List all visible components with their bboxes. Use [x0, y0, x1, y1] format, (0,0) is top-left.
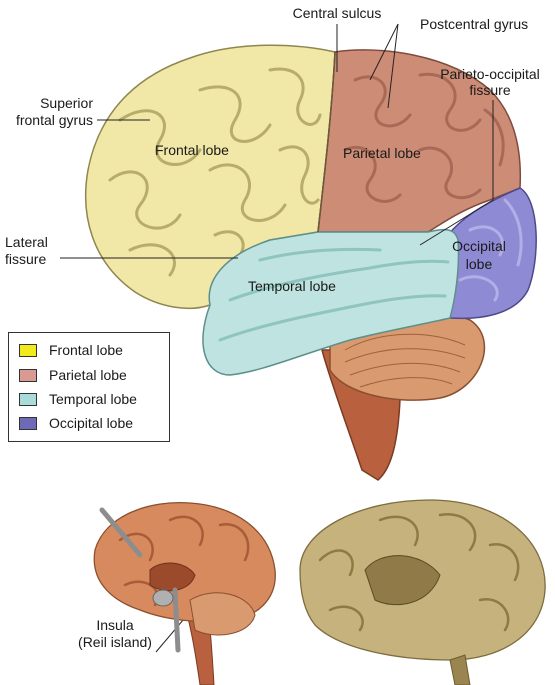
legend-label: Parietal lobe: [49, 367, 127, 383]
central-sulcus-label: Central sulcus: [292, 5, 382, 21]
occipital-lobe-label-2: lobe: [465, 256, 493, 272]
lateral-fissure-label-1: Lateral: [5, 234, 48, 250]
legend: Frontal lobe Parietal lobe Temporal lobe…: [8, 332, 170, 442]
superior-frontal-gyrus-label-2: frontal gyrus: [15, 112, 93, 128]
lateral-fissure-label-2: fissure: [5, 251, 47, 267]
legend-swatch: [19, 416, 37, 430]
insula-brain-illustration: [93, 501, 276, 685]
brain-photo: [299, 499, 546, 685]
occipital-lobe-label-1: Occipital: [452, 238, 506, 254]
legend-swatch: [19, 343, 37, 357]
legend-swatch: [19, 368, 37, 382]
legend-label: Frontal lobe: [49, 342, 123, 358]
legend-item-occipital: Occipital lobe: [19, 415, 133, 431]
parieto-occipital-fissure-label-2: fissure: [469, 82, 511, 98]
superior-frontal-gyrus-label-1: Superior: [40, 95, 93, 111]
legend-item-frontal: Frontal lobe: [19, 342, 123, 358]
temporal-lobe-label: Temporal lobe: [248, 278, 336, 294]
legend-swatch: [19, 392, 37, 406]
postcentral-gyrus-label: Postcentral gyrus: [420, 16, 529, 32]
legend-label: Temporal lobe: [49, 391, 137, 407]
parieto-occipital-fissure-label-1: Parieto-occipital: [440, 66, 540, 82]
temporal-lobe: [202, 228, 460, 376]
parietal-lobe-label: Parietal lobe: [343, 145, 421, 161]
legend-label: Occipital lobe: [49, 415, 134, 431]
frontal-lobe-label: Frontal lobe: [155, 142, 229, 158]
insula-label-1: Insula: [96, 617, 134, 633]
legend-item-temporal: Temporal lobe: [19, 391, 137, 407]
legend-item-parietal: Parietal lobe: [19, 367, 127, 383]
insula-label-2: (Reil island): [78, 634, 152, 650]
